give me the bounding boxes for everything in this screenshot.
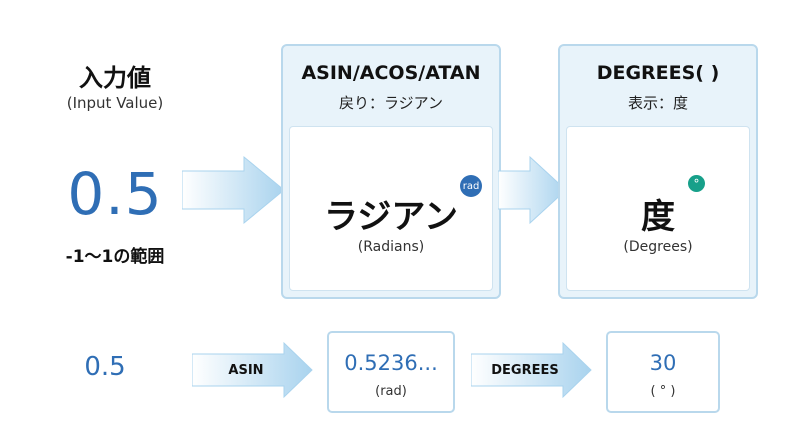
input-range: -1～1の範囲 <box>65 247 165 267</box>
degrees-unit: (Degrees) <box>623 239 693 255</box>
radians-result-value: 0.5236... <box>344 351 438 375</box>
degrees-result-unit: ( ° ) <box>650 384 676 399</box>
degree-badge-icon: ° <box>688 175 705 192</box>
degrees-result-box: 30 ( ° ) <box>606 331 720 413</box>
panel-asin-content: ラジアン (Radians) rad <box>289 126 493 291</box>
rad-badge-icon: rad <box>460 175 482 197</box>
panel-asin: ASIN/ACOS/ATAN 戻り：ラジアン ラジアン (Radians) ra… <box>281 44 501 299</box>
arrow-to-degrees <box>498 155 568 225</box>
degrees-result-value: 30 <box>649 351 677 375</box>
input-value: 0.5 <box>67 160 163 228</box>
degrees-step-label: DEGREES <box>491 362 559 378</box>
panel-degrees-title: DEGREES( ) <box>596 62 720 84</box>
degrees-arrow: DEGREES <box>471 341 593 399</box>
radians-label: ラジアン <box>324 197 458 237</box>
example-input-value: 0.5 <box>84 352 126 382</box>
panel-asin-subtitle: 戻り：ラジアン <box>338 94 444 112</box>
radians-result-unit: (rad) <box>375 384 407 399</box>
panel-degrees-subtitle: 表示：度 <box>627 94 688 112</box>
asin-arrow: ASIN <box>192 341 314 399</box>
input-title: 入力値 <box>79 64 151 92</box>
arrow-to-radians <box>182 155 287 225</box>
degrees-label: 度 <box>641 197 675 237</box>
panel-degrees: DEGREES( ) 表示：度 度 (Degrees) ° <box>558 44 758 299</box>
panel-degrees-content: 度 (Degrees) ° <box>566 126 750 291</box>
asin-label: ASIN <box>228 362 264 378</box>
radians-result-box: 0.5236... (rad) <box>327 331 455 413</box>
input-subtitle: (Input Value) <box>66 94 164 112</box>
radians-unit: (Radians) <box>357 239 425 255</box>
panel-asin-title: ASIN/ACOS/ATAN <box>301 62 481 84</box>
